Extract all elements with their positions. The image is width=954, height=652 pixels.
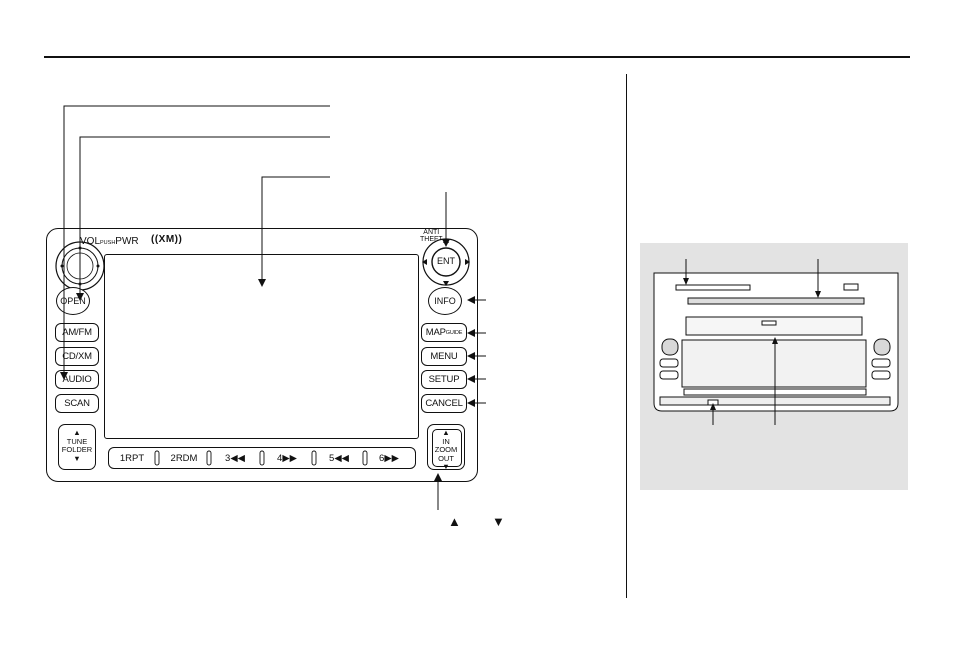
am-fm-button[interactable]: AM/FM (55, 323, 99, 342)
vol-pwr-label: VOLPUSHPWR (80, 236, 139, 247)
preset-4-button[interactable]: 4▶▶ (277, 452, 297, 464)
preset-3-button[interactable]: 3◀◀ (225, 452, 245, 464)
scan-button[interactable]: SCAN (55, 394, 99, 413)
xm-logo: ((XM)) (151, 234, 183, 245)
anti-theft-label: ANTI THEFT (420, 229, 443, 243)
tune-folder-button[interactable]: ▲ TUNE FOLDER ▼ (58, 424, 96, 470)
cd-xm-button[interactable]: CD/XM (55, 347, 99, 366)
info-button[interactable]: INFO (428, 287, 462, 315)
cancel-button[interactable]: CANCEL (421, 394, 467, 413)
preset-6-button[interactable]: 6▶▶ (379, 452, 399, 464)
up-triangle-icon: ▲ (448, 514, 461, 529)
unit-photo-illustration (653, 259, 899, 425)
top-rule (44, 56, 910, 58)
zoom-button[interactable]: ▲ IN ZOOM OUT ▼ (427, 424, 465, 471)
joystick-icon (422, 238, 470, 286)
preset-bar (108, 447, 416, 469)
preset-2-button[interactable]: 2RDM (170, 452, 198, 464)
down-triangle-icon: ▼ (492, 514, 505, 529)
column-divider (626, 74, 627, 598)
preset-5-button[interactable]: 5◀◀ (329, 452, 349, 464)
menu-button[interactable]: MENU (421, 347, 467, 366)
setup-button[interactable]: SETUP (421, 370, 467, 389)
ent-button[interactable]: ENT (437, 256, 455, 266)
open-button[interactable]: OPEN (56, 287, 90, 315)
preset-1-button[interactable]: 1RPT (119, 452, 145, 464)
